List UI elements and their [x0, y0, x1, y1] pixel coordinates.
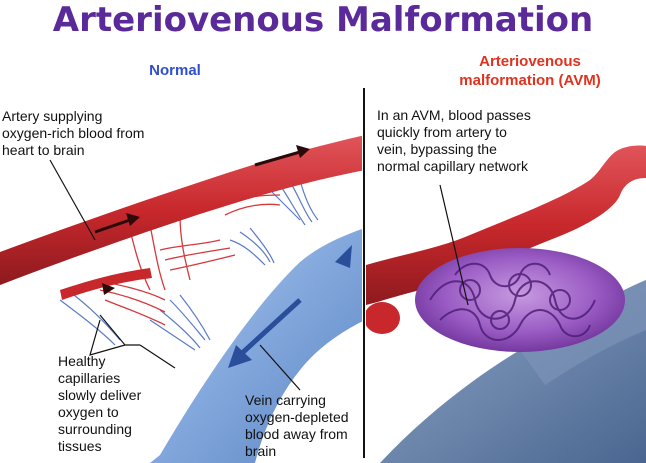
- avm-description-line: normal capillary network: [377, 158, 528, 174]
- vein-label: Vein carrying oxygen-depleted blood away…: [245, 392, 363, 460]
- avm-heading-line: Arteriovenous: [479, 53, 581, 70]
- vein-flow-arrowhead: [335, 245, 352, 268]
- capillaries-label: Healthy capillaries slowly deliver oxyge…: [58, 353, 168, 455]
- avm-description-line: In an AVM, blood passes: [377, 107, 531, 123]
- vein-label-line: brain: [245, 443, 277, 459]
- capillaries-label-line: oxygen to: [58, 404, 119, 420]
- avm-heading: Arteriovenous malformation (AVM): [430, 52, 630, 90]
- artery-flow-arrowhead: [126, 213, 140, 226]
- artery-label-line: Artery supplying: [2, 108, 103, 124]
- capillaries-label-line: slowly deliver: [58, 387, 142, 403]
- avm-artery: [366, 145, 646, 305]
- avm-description: In an AVM, blood passes quickly from art…: [377, 107, 577, 175]
- artery-label-line: heart to brain: [2, 142, 85, 158]
- normal-heading: Normal: [149, 62, 201, 79]
- page-title: Arteriovenous Malformation: [52, 0, 594, 40]
- capillaries-bracket: [89, 314, 176, 369]
- artery-label: Artery supplying oxygen-rich blood from …: [2, 108, 202, 159]
- artery-flow-arrowhead: [296, 145, 310, 158]
- vein-label-line: Vein carrying: [245, 392, 326, 408]
- vein-pointer-line: [259, 344, 301, 391]
- capillaries-label-line: capillaries: [58, 370, 121, 386]
- capillaries-label-line: tissues: [58, 438, 102, 454]
- capillaries-label-line: Healthy: [58, 353, 106, 369]
- artery-flow-arrow: [94, 218, 131, 234]
- capillaries-label-line: surrounding: [58, 421, 132, 437]
- artery-flow-arrowhead: [102, 283, 115, 295]
- artery-branch: [60, 268, 152, 300]
- avm-tangle-loops: [429, 262, 596, 341]
- artery-flow-arrow: [254, 150, 301, 167]
- avm-description-line: vein, bypassing the: [377, 141, 497, 157]
- vein-label-line: blood away from: [245, 426, 348, 442]
- avm-pointer-line: [439, 184, 469, 306]
- vein-label-line: oxygen-depleted: [245, 409, 349, 425]
- avm-description-line: quickly from artery to: [377, 124, 507, 140]
- avm-illustration: [366, 145, 646, 463]
- normal-vein: [150, 229, 362, 463]
- artery-pointer-line: [49, 159, 96, 241]
- normal-artery: [0, 135, 362, 285]
- panel-divider: [363, 88, 365, 458]
- capillary-network-blue: [59, 179, 319, 351]
- avm-nidus: [415, 248, 625, 352]
- avm-artery-end: [366, 302, 400, 334]
- artery-label-line: oxygen-rich blood from: [2, 125, 145, 141]
- vein-flow-arrow: [238, 298, 302, 357]
- normal-illustration: [0, 135, 362, 463]
- avm-heading-line: malformation (AVM): [459, 72, 601, 89]
- vein-flow-arrowhead: [228, 345, 252, 368]
